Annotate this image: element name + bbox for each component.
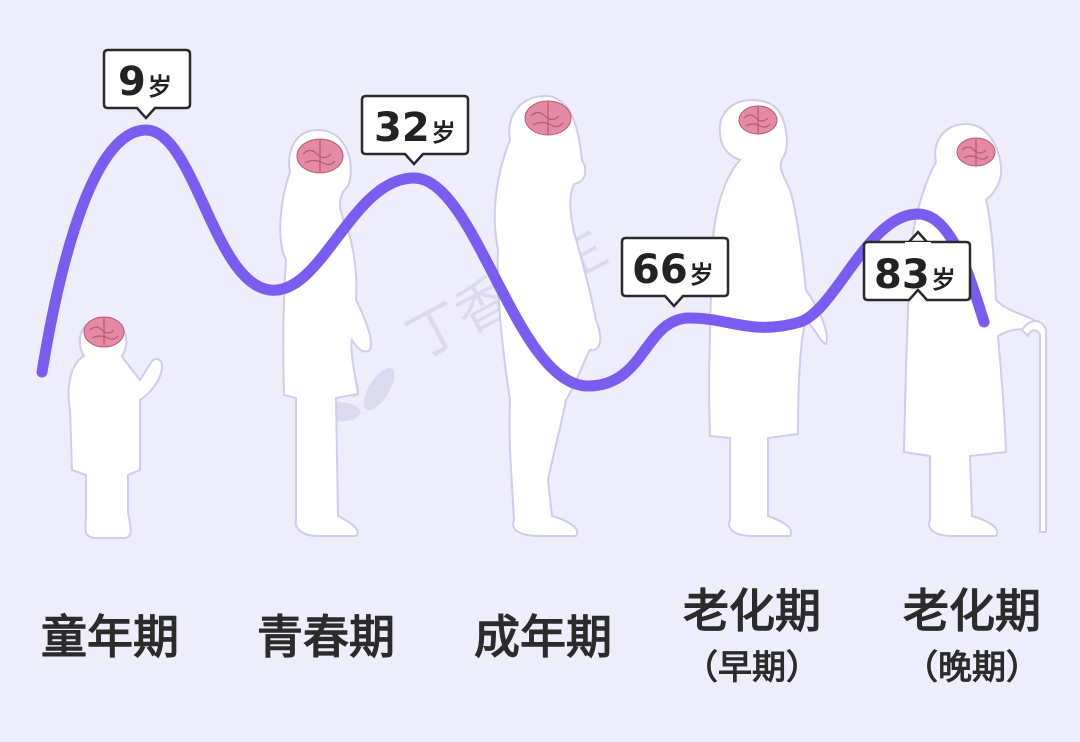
callout-unit: 岁 <box>148 73 172 101</box>
late-elderly-silhouette <box>902 122 1047 537</box>
adult-silhouette <box>493 94 602 537</box>
brain-icon <box>956 137 996 167</box>
stage-sublabel-early-aging: （早期） <box>684 648 820 688</box>
callout-number: 83 <box>874 252 930 298</box>
early-elderly-silhouette <box>708 98 828 537</box>
brain-icon <box>296 138 344 174</box>
callout-number: 9 <box>118 59 146 105</box>
callout-label: 83岁 <box>874 252 956 298</box>
callout-age-32: 32岁 <box>360 94 470 166</box>
brain-development-curve <box>36 124 990 392</box>
callout-label: 9岁 <box>118 59 172 105</box>
stage-label-adulthood: 成年期 <box>474 610 612 664</box>
stage-label-late-aging: 老化期 <box>903 584 1041 638</box>
callout-unit: 岁 <box>690 261 714 289</box>
brain-icon <box>83 316 125 348</box>
child-silhouette <box>67 316 164 539</box>
callout-number: 32 <box>374 105 430 151</box>
stage-label-early-aging: 老化期 <box>683 584 821 638</box>
callout-age-9: 9岁 <box>102 48 192 120</box>
stage-sublabel-late-aging: （晚期） <box>904 648 1040 688</box>
stage-label-childhood: 童年期 <box>41 610 179 664</box>
callout-label: 32岁 <box>374 105 456 151</box>
callout-number: 66 <box>632 247 688 293</box>
callout-unit: 岁 <box>932 266 956 294</box>
callout-unit: 岁 <box>432 119 456 147</box>
callout-age-66: 66岁 <box>620 236 730 308</box>
stage-label-adolescence: 青春期 <box>257 610 395 664</box>
brain-icon <box>524 100 572 136</box>
brain-icon <box>738 105 778 135</box>
callout-age-83: 83岁 <box>862 230 972 302</box>
callout-label: 66岁 <box>632 247 714 293</box>
teen-silhouette <box>279 128 372 537</box>
